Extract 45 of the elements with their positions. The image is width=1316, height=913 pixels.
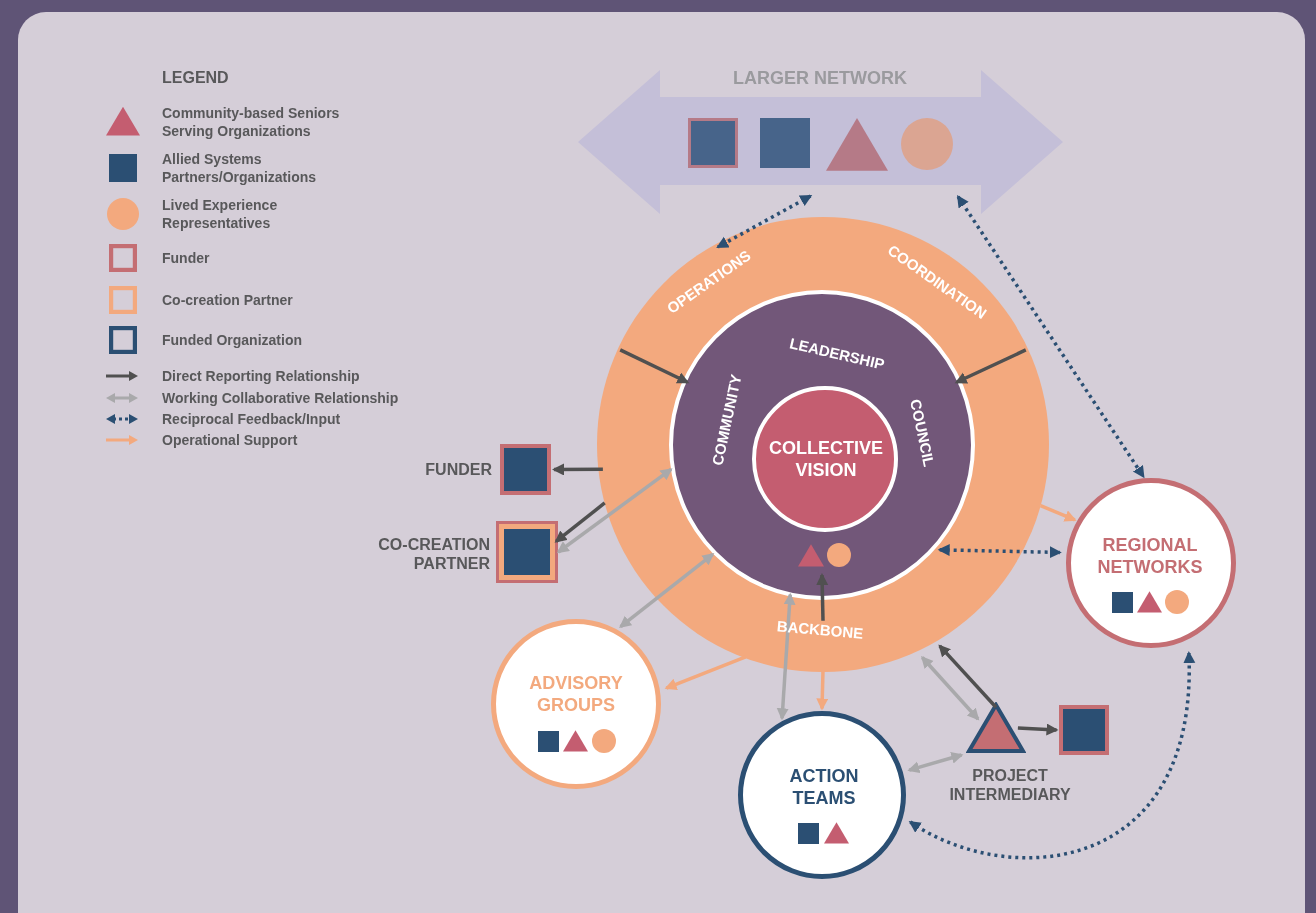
legend-text: Direct Reporting Relationship xyxy=(162,367,360,386)
organization-triangle xyxy=(966,702,1026,754)
arrow xyxy=(921,656,980,721)
node-caption: FUNDER xyxy=(424,460,492,480)
legend-text: Community-based Seniors Serving Organizations xyxy=(162,104,341,141)
arrow xyxy=(907,752,964,774)
arrow xyxy=(554,501,606,543)
organization-square xyxy=(1059,705,1109,755)
organization-square xyxy=(500,444,551,495)
node-label: ACTION TEAMS xyxy=(788,766,860,810)
arrow xyxy=(816,573,829,621)
dotted-arrow xyxy=(956,195,1145,479)
arrow xyxy=(816,670,829,711)
node-caption: PROJECT INTERMEDIARY xyxy=(948,766,1072,805)
arrow xyxy=(552,463,603,476)
dotted-arrow xyxy=(937,544,1062,559)
node-label: COUNCIL xyxy=(906,397,938,469)
legend-text: Operational Support xyxy=(162,431,298,450)
node-label: LARGER NETWORK xyxy=(732,68,908,90)
legend-heading: LEGEND xyxy=(162,68,229,88)
double-arrow-band xyxy=(578,68,1063,216)
arrow xyxy=(619,348,690,384)
node-label: ADVISORY GROUPS xyxy=(528,673,624,717)
node-label: REGIONAL NETWORKS xyxy=(1096,535,1204,579)
arrow xyxy=(938,644,998,709)
arrow xyxy=(954,348,1027,384)
arrow xyxy=(776,592,796,721)
node-caption: CO-CREATION PARTNER xyxy=(377,535,490,574)
legend-text: Co-creation Partner xyxy=(162,291,293,310)
arrow xyxy=(1017,723,1059,736)
legend-text: Working Collaborative Relationship xyxy=(162,389,399,408)
organization-square xyxy=(499,524,555,580)
arrow xyxy=(1039,504,1077,522)
legend-text: Lived Experience Representatives xyxy=(162,196,279,233)
legend-text: Funded Organization xyxy=(162,331,302,350)
arrow xyxy=(619,552,715,629)
legend-text: Reciprocal Feedback/Input xyxy=(162,410,341,429)
dotted-arrow xyxy=(716,194,813,249)
legend-text: Allied Systems Partners/Organizations xyxy=(162,150,318,187)
dotted-arrow xyxy=(908,651,1195,860)
node-label: BACKBONE xyxy=(776,617,864,643)
arrow xyxy=(664,655,747,690)
legend-text: Funder xyxy=(162,249,210,268)
node-label: COLLECTIVE VISION xyxy=(768,438,884,482)
arrow xyxy=(556,468,673,554)
